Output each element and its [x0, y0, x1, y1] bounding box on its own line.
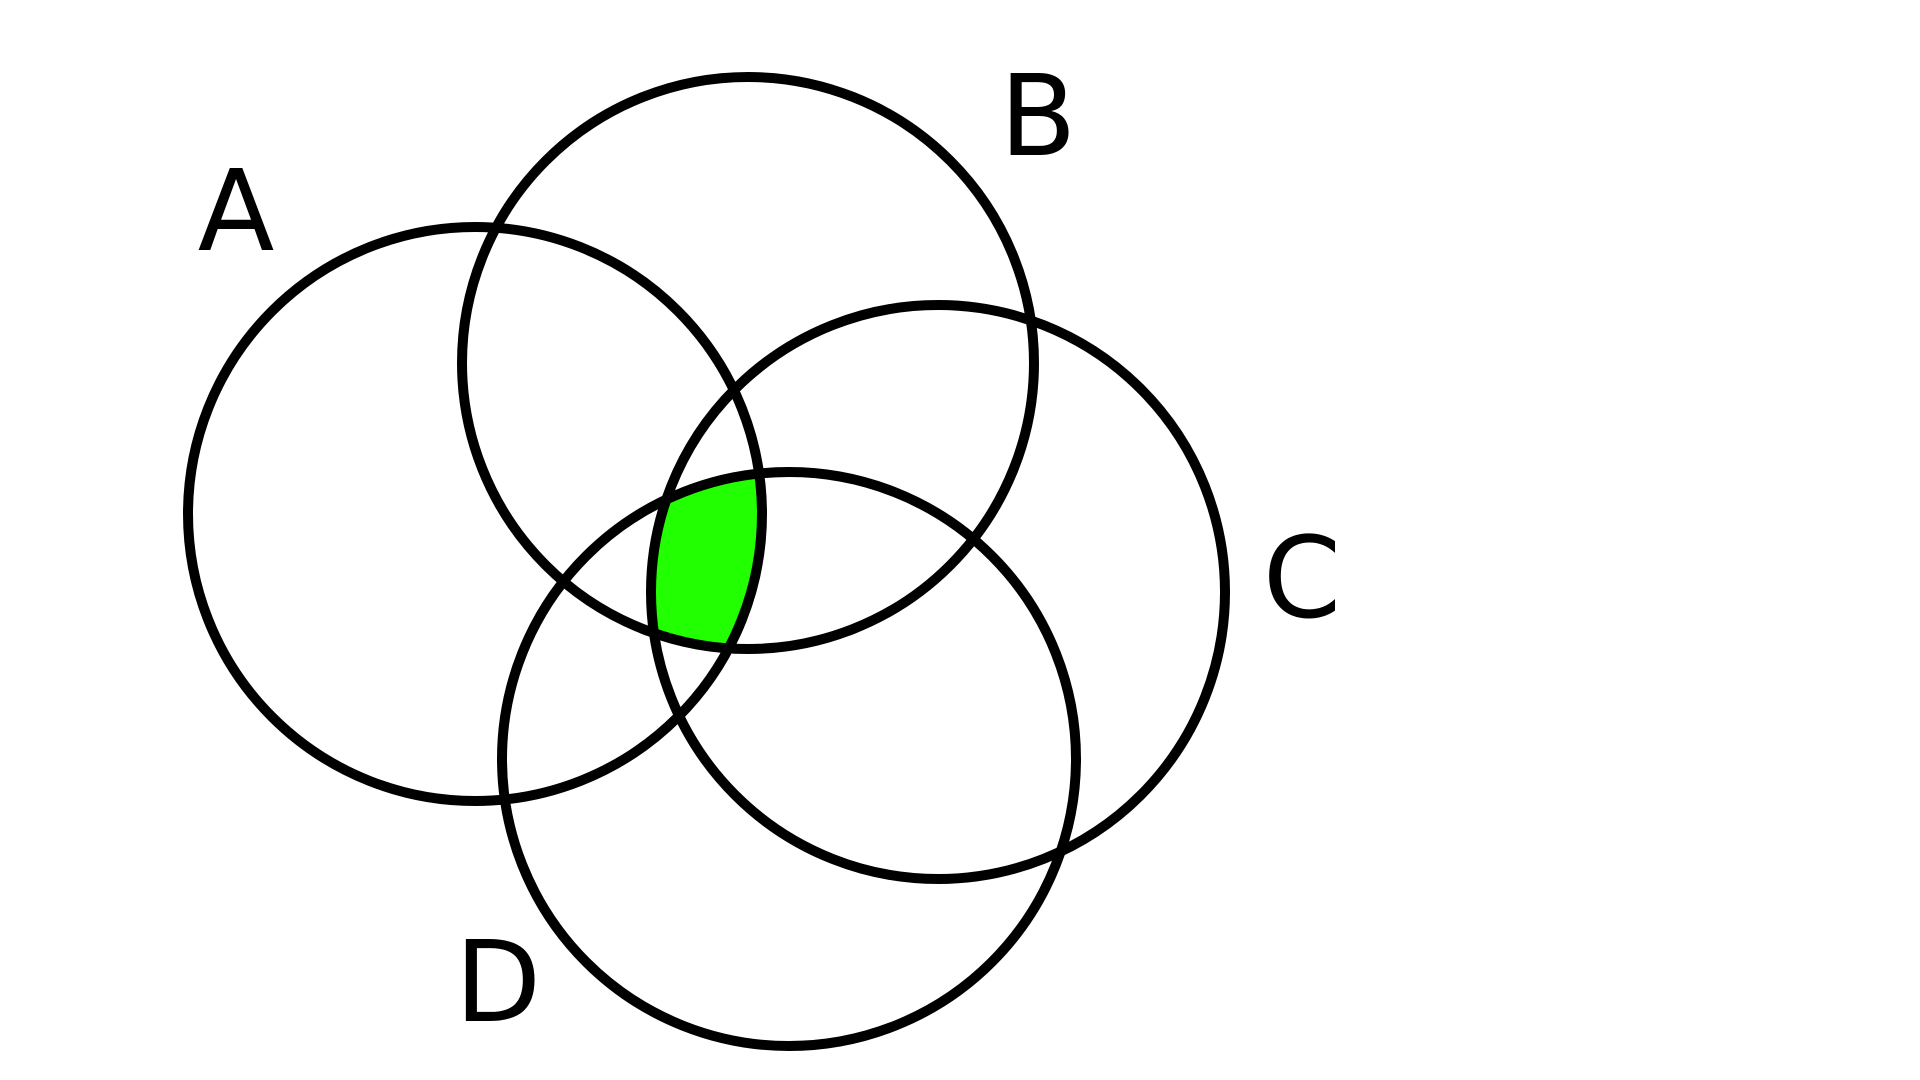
circle-a — [183, 222, 767, 806]
label-d: D — [455, 918, 541, 1048]
label-a: A — [198, 147, 275, 277]
circle-d — [497, 467, 1081, 1051]
label-b: B — [1000, 52, 1077, 182]
circle-c — [646, 300, 1230, 884]
circle-b — [457, 72, 1039, 654]
label-c: C — [1263, 514, 1341, 644]
